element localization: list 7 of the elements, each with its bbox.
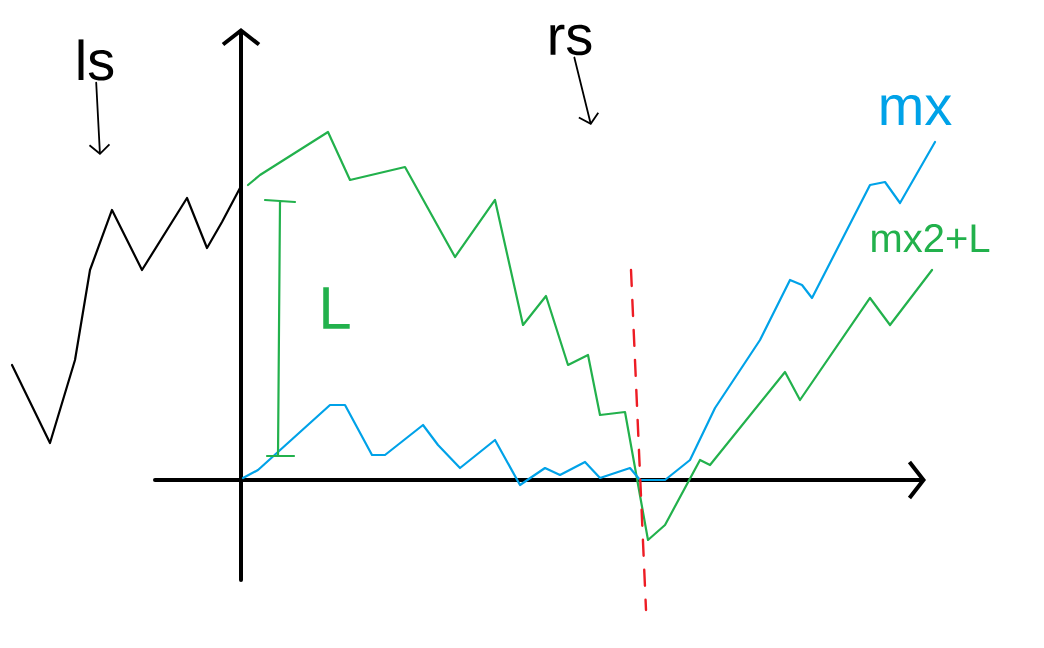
arrow (88, 81, 111, 155)
pointer-label: ls (78, 39, 114, 81)
pointer-label: rs (550, 24, 592, 56)
dimension-label: L (323, 287, 350, 329)
curve-label: mx2+L (872, 224, 990, 252)
curve-label: mx (881, 94, 952, 126)
arrow (573, 56, 600, 125)
